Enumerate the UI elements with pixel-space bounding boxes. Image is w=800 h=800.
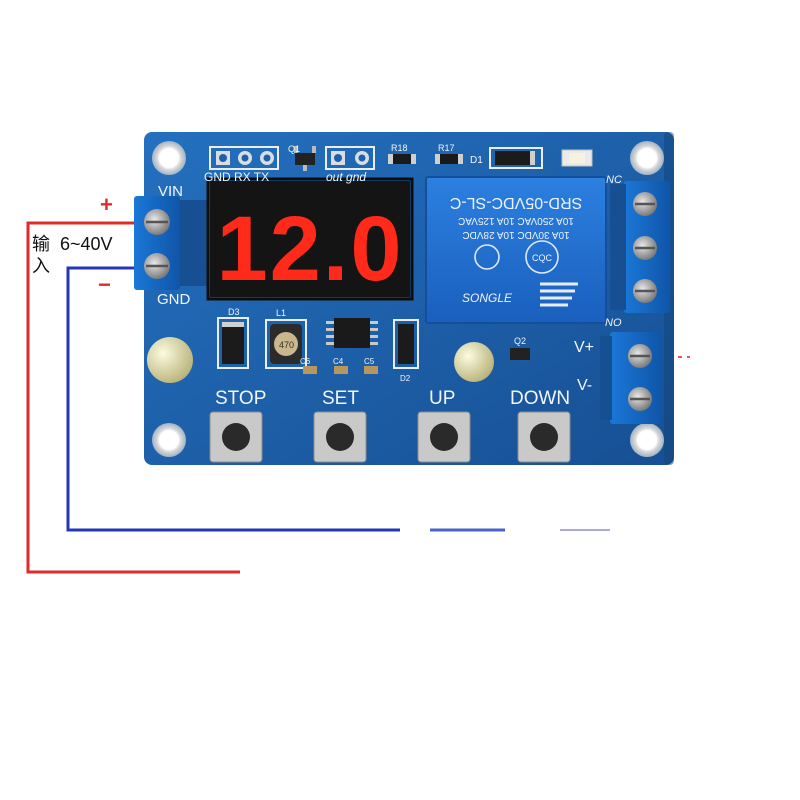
input-minus-label: − (98, 272, 111, 297)
up-label: UP (429, 388, 455, 409)
set-button[interactable] (313, 411, 367, 463)
diode-d2 (398, 324, 414, 364)
supply-terminal-block (600, 332, 662, 424)
input-terminal-block (134, 196, 208, 290)
capacitor-c6 (303, 366, 317, 374)
wire-blue-input (66, 266, 400, 532)
mounting-hole (152, 423, 186, 457)
capacitor-c4 (334, 366, 348, 374)
relay-rating-2: 10A 30VDC 10A 28VDC (462, 229, 569, 240)
l1-label: L1 (276, 308, 286, 318)
d2-label: D2 (400, 374, 411, 383)
inductor-value: 470 (279, 340, 294, 350)
r18-label: R18 (391, 143, 408, 153)
relay-model: SRD-05VDC-SL-C (450, 194, 582, 211)
serial-header (209, 146, 279, 170)
d1-label: D1 (470, 155, 483, 166)
display-reading: 12.0 (216, 198, 403, 300)
wires (26, 221, 690, 574)
mounting-hole (630, 423, 664, 457)
q2-label: Q2 (514, 336, 526, 346)
relay (425, 176, 607, 324)
mounting-hole (152, 141, 186, 175)
nc-label: NC (606, 174, 622, 186)
mounting-hole (630, 141, 664, 175)
c4-label: C4 (333, 357, 344, 366)
up-button[interactable] (417, 411, 471, 463)
transistor-q2 (510, 348, 530, 360)
relay-brand: SONGLE (462, 291, 513, 305)
gnd-label: GND (157, 291, 191, 308)
out-header (325, 146, 375, 170)
v-minus-label: V- (577, 377, 592, 394)
q1-label: Q1 (288, 144, 300, 154)
no-label: NO (605, 317, 622, 329)
out-gnd-label: out gnd (326, 170, 366, 184)
input-plus-label: + (100, 192, 113, 217)
relay-rating-1: 10A 250VAC 10A 125VAC (458, 215, 574, 226)
resistor-r18 (392, 154, 412, 164)
down-label: DOWN (510, 388, 570, 409)
diode-d1 (495, 151, 535, 165)
input-voltage-range: 6~40V (60, 234, 113, 254)
capacitor-electrolytic (454, 342, 494, 382)
c5-label: C5 (364, 357, 375, 366)
ic-chip (334, 318, 370, 348)
mounting-holes (152, 141, 664, 457)
down-button[interactable] (517, 411, 571, 463)
r17-label: R17 (438, 143, 455, 153)
vin-label: VIN (158, 183, 183, 200)
d3-label: D3 (228, 307, 240, 317)
stop-label: STOP (215, 388, 266, 409)
input-label-cn-1: 输 (32, 234, 50, 254)
stop-button[interactable] (209, 411, 263, 463)
wire-red-input (26, 221, 240, 574)
relay-cert: CQC (532, 253, 553, 263)
capacitor-c5 (364, 366, 378, 374)
diode-d3 (222, 322, 244, 364)
resistor-r17 (439, 154, 459, 164)
transistor-q1 (295, 153, 315, 165)
capacitor-electrolytic (147, 337, 193, 383)
input-label-cn-2: 入 (32, 256, 50, 276)
set-label: SET (322, 388, 359, 409)
seven-segment-display (206, 177, 414, 301)
c6-label: C6 (300, 357, 311, 366)
v-plus-label: V+ (574, 339, 594, 356)
output-terminal-block (610, 181, 670, 313)
header-pins-label: GND RX TX (204, 170, 269, 184)
